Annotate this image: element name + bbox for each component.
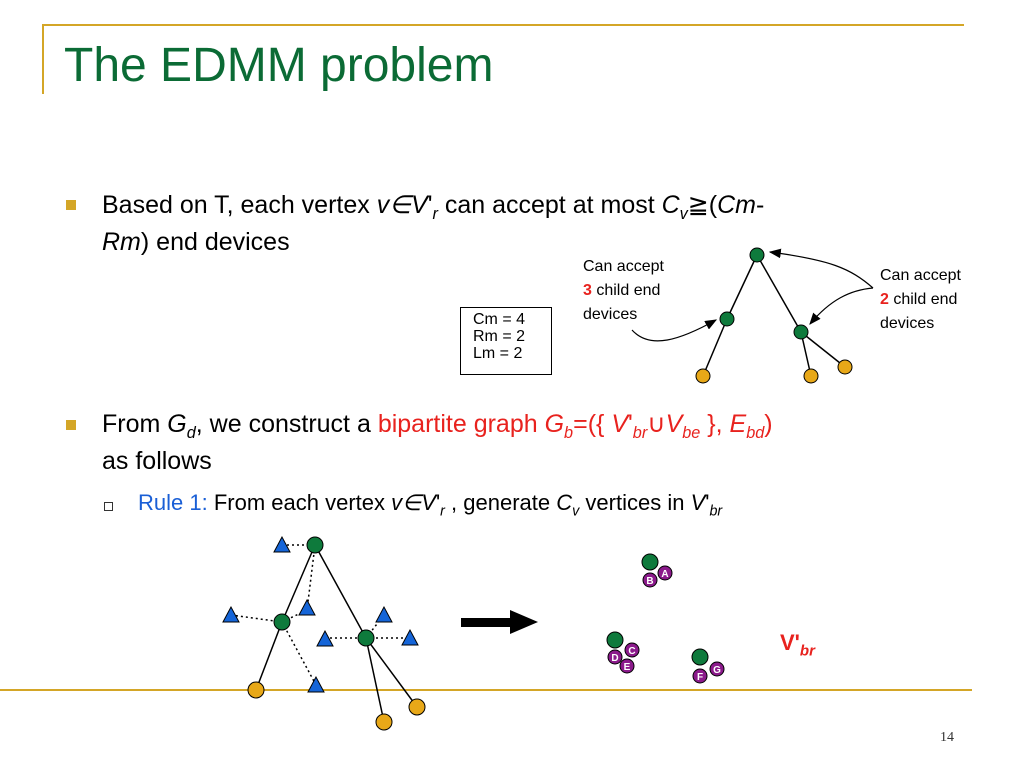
vbr-label: V'br [780,630,815,660]
vertex-e [619,658,635,674]
vertex-b [642,572,658,588]
bullet-1-line-2: Rm) end devices [102,228,290,256]
triangle-node [298,598,316,616]
vertex-e-label: E [624,662,631,673]
router-node [306,536,324,554]
page-number: 14 [940,730,954,745]
bottom-border-line [0,689,972,691]
end-device-node [408,698,426,716]
rule-1-line: Rule 1: From each vertex v∈V'r , generat… [138,490,723,520]
note-can-accept-3: Can accept 3 child end devices [583,258,664,323]
router-node [641,553,659,571]
end-device-node [837,359,853,375]
vertex-f-label: F [697,672,703,683]
triangle-node [375,605,393,623]
top-border-line [42,24,964,26]
triangle-node [316,629,334,647]
vertex-a-label: A [661,569,668,580]
vertex-d [607,649,623,665]
vertex-f [692,668,708,684]
note-can-accept-2: Can accept 2 child end devices [880,267,961,332]
vertex-g [709,661,725,677]
router-node [273,613,291,631]
bullet-marker [66,200,76,210]
lower-tree [222,535,426,731]
router-node [749,247,765,263]
router-node [357,629,375,647]
triangle-node [401,628,419,646]
sub-bullet-marker [104,502,113,511]
triangle-node [273,535,291,553]
vertex-d-label: D [611,653,618,664]
vertex-g-label: G [713,665,721,676]
vertex-a [657,565,673,581]
annotation-arrow [768,248,874,289]
bullet-2-line-2: as follows [102,447,212,475]
vertex-b-label: B [646,576,653,587]
end-device-node [247,681,265,699]
parameters-box: Cm = 4 Rm = 2 Lm = 2 [460,307,552,375]
router-node [691,648,709,666]
upper-tree [631,247,874,384]
vbr-vertices: A B C D E G F [606,553,725,684]
end-device-node [803,368,819,384]
transform-arrow [461,610,538,634]
router-node [719,311,735,327]
bullet-2-line-1: From Gd, we construct a bipartite graph … [102,410,773,442]
triangle-node [222,605,240,623]
annotation-arrow [809,287,874,325]
router-node [793,324,809,340]
end-device-node [375,713,393,731]
bullet-marker [66,420,76,430]
slide-title: The EDMM problem [64,39,494,92]
triangle-node [307,675,325,693]
left-border-line [42,24,44,94]
vertex-c-label: C [628,646,635,657]
annotation-arrow [631,319,718,342]
vertex-c [624,642,640,658]
bullet-1-line-1: Based on T, each vertex v∈V'r can accept… [102,191,765,223]
router-node [606,631,624,649]
end-device-node [695,368,711,384]
